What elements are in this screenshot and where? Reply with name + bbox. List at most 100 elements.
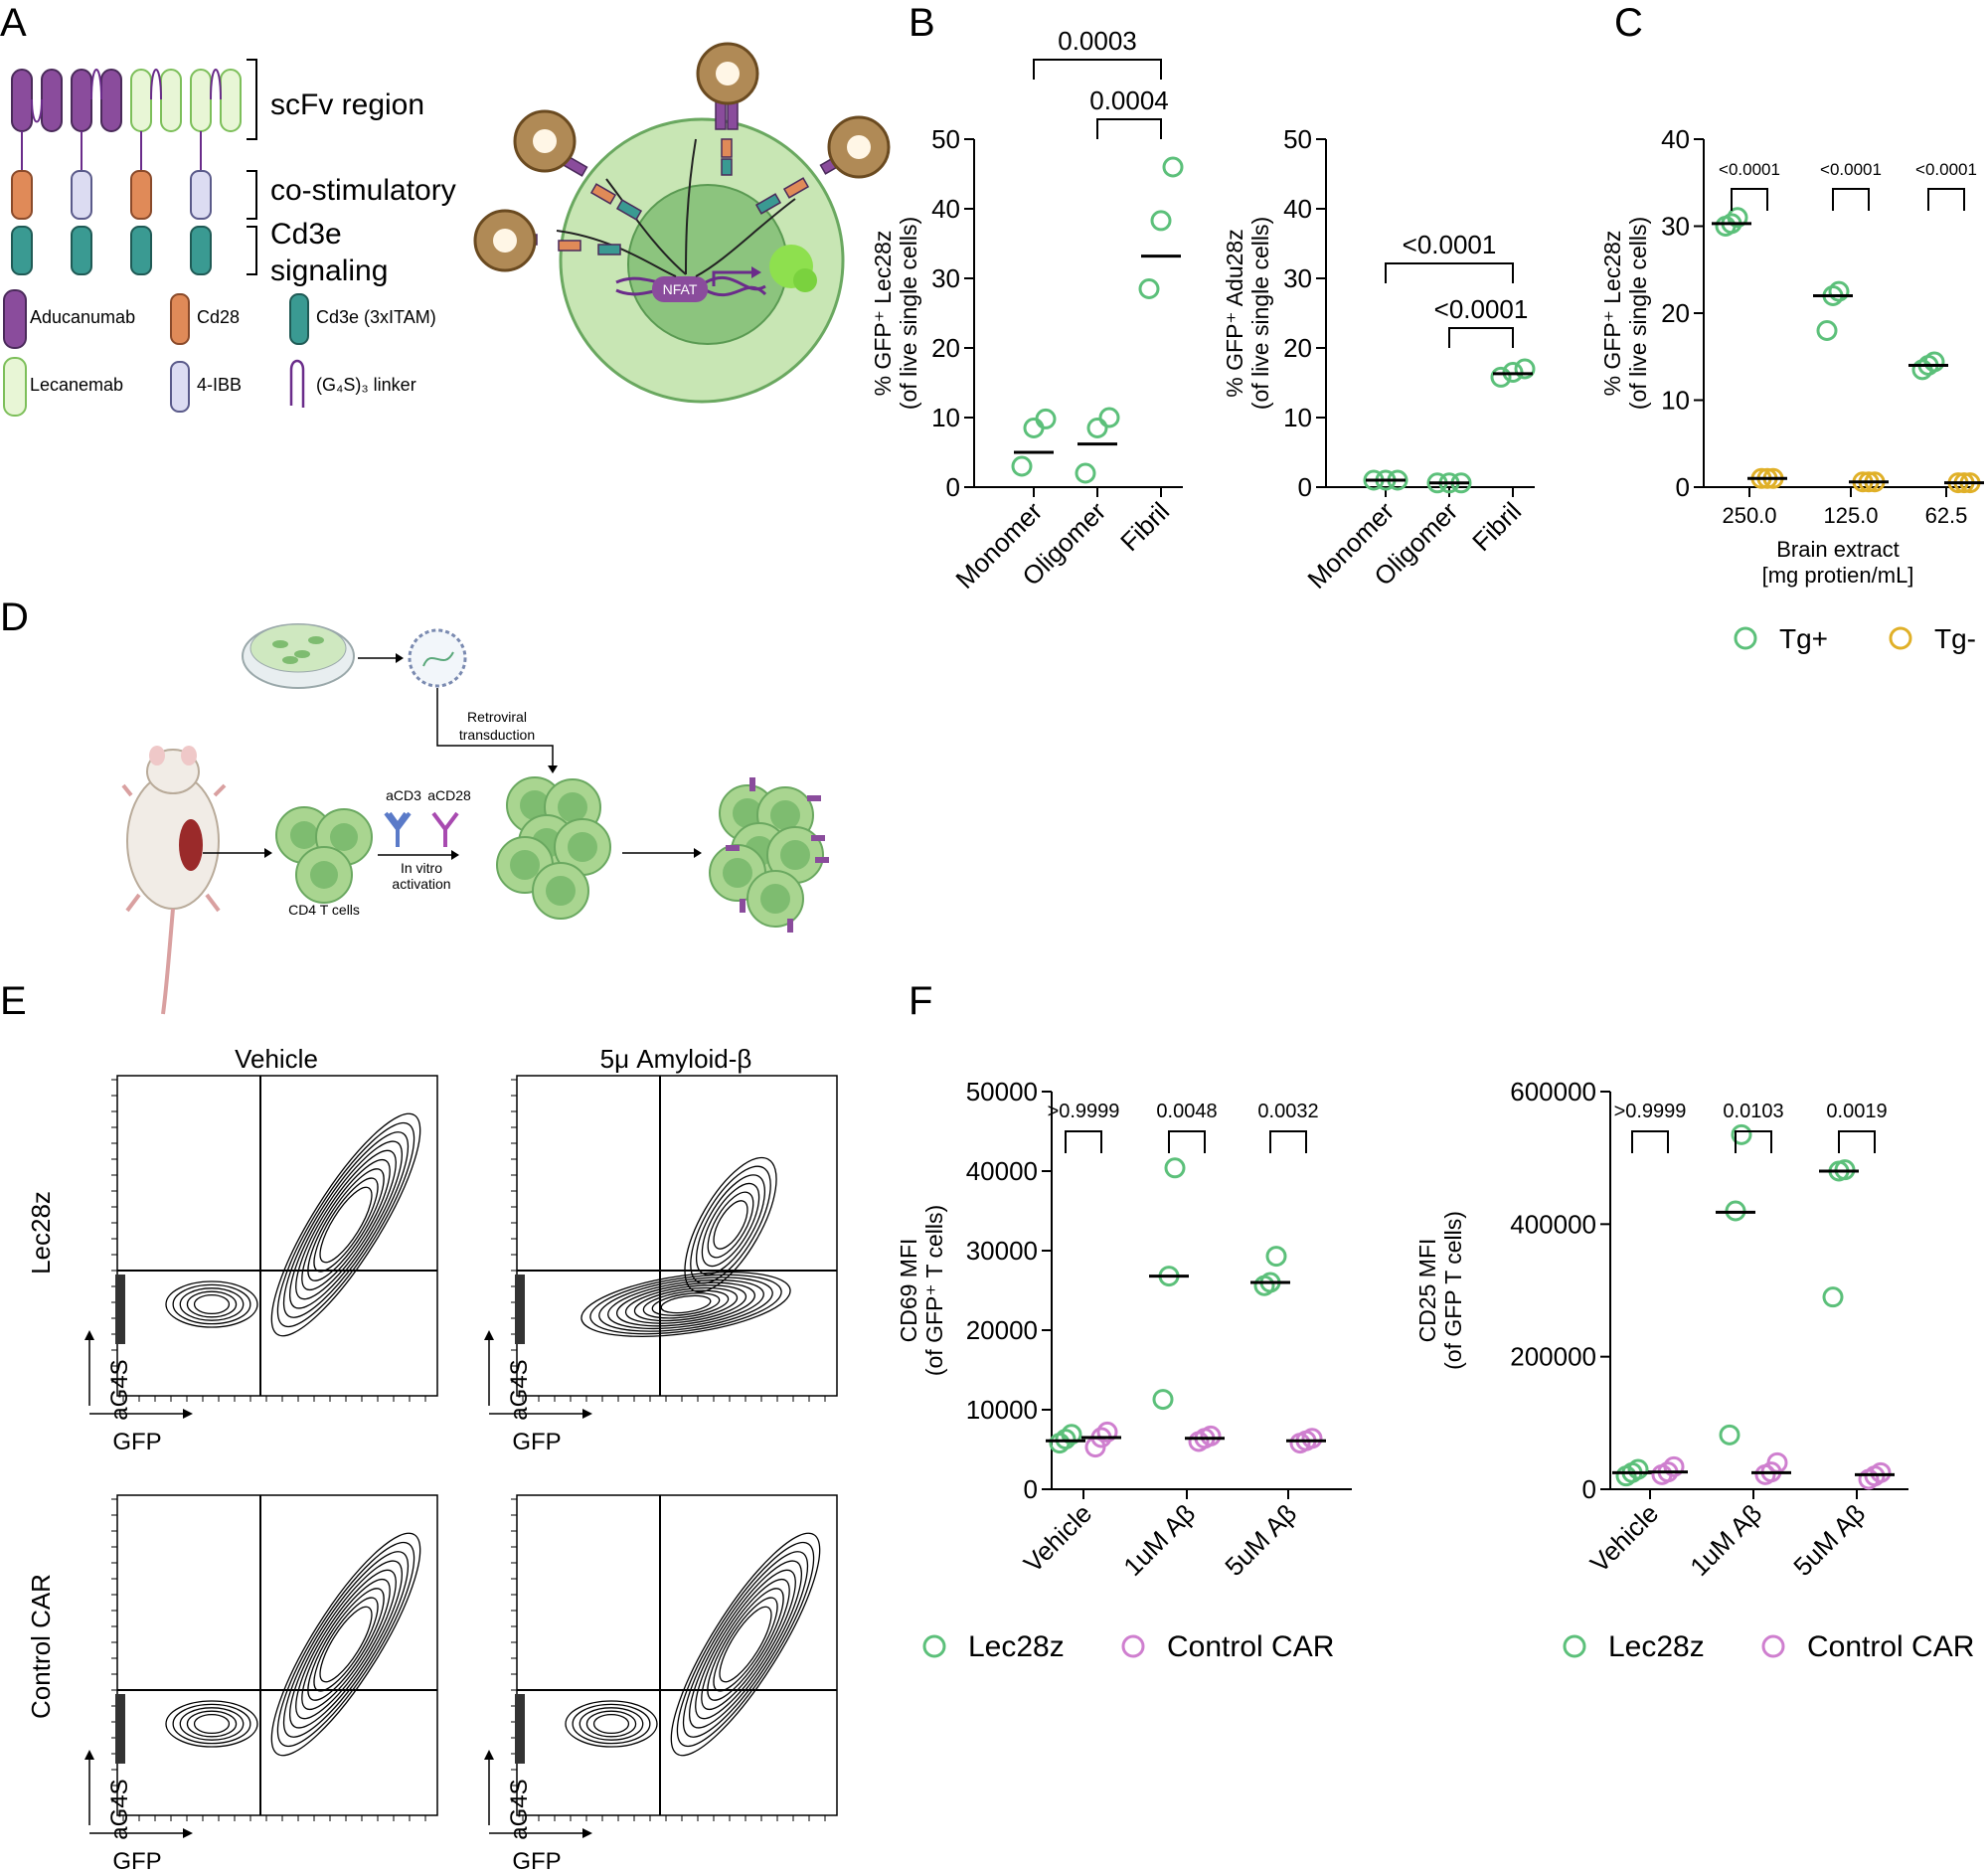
panel-e-flow: Vehicle 5μ Amyloid-β Lec28z Control CAR … (26, 1044, 838, 1872)
x-tick-label: Vehicle (1584, 1498, 1664, 1578)
y-tick-label: 50000 (966, 1077, 1038, 1106)
legend-marker (922, 1634, 946, 1658)
x-arrowhead (582, 1828, 592, 1838)
y-tick-label: 40 (1661, 124, 1690, 154)
contour-ring (276, 1541, 415, 1748)
costim-bracket (247, 170, 257, 220)
nfat-box (652, 276, 708, 302)
contour-ring (295, 1569, 397, 1720)
contour-ring (695, 1174, 766, 1276)
y-tick-label: 0 (1298, 472, 1312, 502)
panel-letter-e: E (0, 979, 27, 1023)
panel-a-car-constructs: scFv region co-stimulatory Cd3e signalin… (3, 42, 891, 417)
contour-ring (307, 1588, 385, 1701)
contour-ring (682, 1551, 809, 1738)
contour-ring (615, 1281, 756, 1327)
y-tick-label: 10 (1283, 403, 1312, 432)
contour-ring (301, 1578, 391, 1711)
flow-xlabel-1: GFP (112, 1429, 161, 1455)
data-point (1822, 1286, 1844, 1308)
data-point (1164, 1157, 1186, 1179)
amyloid-fibrils (473, 42, 891, 272)
data-point (1828, 280, 1850, 302)
y-axis-label: (of live single cells) (1625, 217, 1651, 410)
contour-ring (307, 1168, 385, 1281)
x-tick-label: 5uM Aβ (1219, 1498, 1302, 1582)
panel-letter-b: B (909, 1, 935, 45)
panel-letter-c: C (1614, 1, 1643, 45)
significance-bracket (1168, 1130, 1206, 1153)
y-tick-label: 0 (1582, 1474, 1596, 1504)
contour-ring (276, 1121, 415, 1328)
x-arrowhead (183, 1409, 193, 1419)
y-tick-label: 20 (1661, 298, 1690, 328)
contour-ring (186, 1290, 238, 1318)
panel-a-legend: Aducanumab Cd28 Cd3e (3xITAM) Lecanemab … (3, 289, 436, 417)
flow-xlabel-4: GFP (512, 1848, 561, 1872)
data-point (1035, 408, 1057, 429)
y-axis-label: CD25 MFI (1414, 1239, 1440, 1343)
y-tick-label: 40 (931, 194, 960, 224)
p-value-label: 0.0004 (1089, 85, 1169, 115)
legend-label: Lec28z (1608, 1630, 1705, 1663)
y-arrowhead (484, 1330, 494, 1340)
y-axis-label: (of live single cells) (896, 217, 921, 410)
contour-ring (695, 1569, 796, 1720)
contour-lines (165, 1532, 421, 1757)
p-value-label: 0.0103 (1723, 1101, 1783, 1122)
contour-ring (565, 1700, 658, 1748)
cd28-swatch (170, 293, 190, 345)
x-arrowhead (582, 1409, 592, 1419)
contour-ring (684, 1156, 777, 1293)
nfat-label: NFAT (663, 281, 698, 297)
p-value-label: >0.9999 (1048, 1101, 1120, 1122)
flow-plot-frame (116, 1075, 438, 1397)
significance-bracket (1838, 1130, 1876, 1153)
legend-label: Control CAR (1807, 1630, 1974, 1663)
flow-plot-1 (84, 1075, 438, 1419)
cd3e-swatch (289, 293, 309, 345)
significance-bracket (1096, 118, 1162, 139)
y-tick-label: 10 (1661, 386, 1690, 416)
y-tick-label: 600000 (1510, 1077, 1596, 1106)
legend-linker: (G₄S)₃ linker (316, 375, 416, 395)
activated-t-cells (496, 776, 611, 920)
y-arrowhead (484, 1750, 494, 1760)
contour-ring (193, 1713, 231, 1735)
data-point (1162, 156, 1184, 178)
contour-ring (282, 1131, 410, 1318)
cd4-t-cells (275, 806, 373, 904)
y-axis-label: (of GFP⁺ T cells) (921, 1205, 947, 1376)
y-tick-label: 10000 (966, 1395, 1038, 1425)
x-tick-label: 5uM Aβ (1787, 1498, 1871, 1582)
y-tick-label: 20 (931, 333, 960, 363)
data-point (1816, 320, 1838, 341)
data-point (1086, 418, 1108, 438)
contour-ring (624, 1284, 747, 1324)
car-t-cells (709, 777, 829, 933)
data-point (1096, 1421, 1118, 1443)
flow-ylabel-1: aG4S (106, 1359, 133, 1420)
data-point (1098, 407, 1120, 428)
significance-bracket (1927, 188, 1965, 211)
flow-plot-grid (84, 1075, 838, 1838)
y-tick-label: 50 (1283, 124, 1312, 154)
acd28-label: aCD28 (427, 787, 471, 803)
data-point (1663, 1455, 1685, 1477)
col-abeta: 5μ Amyloid-β (600, 1044, 752, 1074)
contour-ring (642, 1289, 730, 1319)
significance-bracket (1385, 262, 1514, 283)
flow-plot-frame (516, 1075, 838, 1397)
p-value-label: <0.0001 (1915, 160, 1977, 179)
p-value-label: >0.9999 (1614, 1101, 1687, 1122)
legend-marker (1563, 1634, 1586, 1658)
data-point (1150, 210, 1172, 232)
y-tick-label: 10 (931, 403, 960, 432)
y-tick-label: 30 (1661, 212, 1690, 242)
contour-ring (165, 1700, 258, 1748)
scfv-domains (11, 69, 242, 132)
p-value-label: 0.0019 (1826, 1101, 1887, 1122)
p-value-label: 0.0003 (1058, 26, 1137, 56)
data-point (1514, 358, 1536, 380)
